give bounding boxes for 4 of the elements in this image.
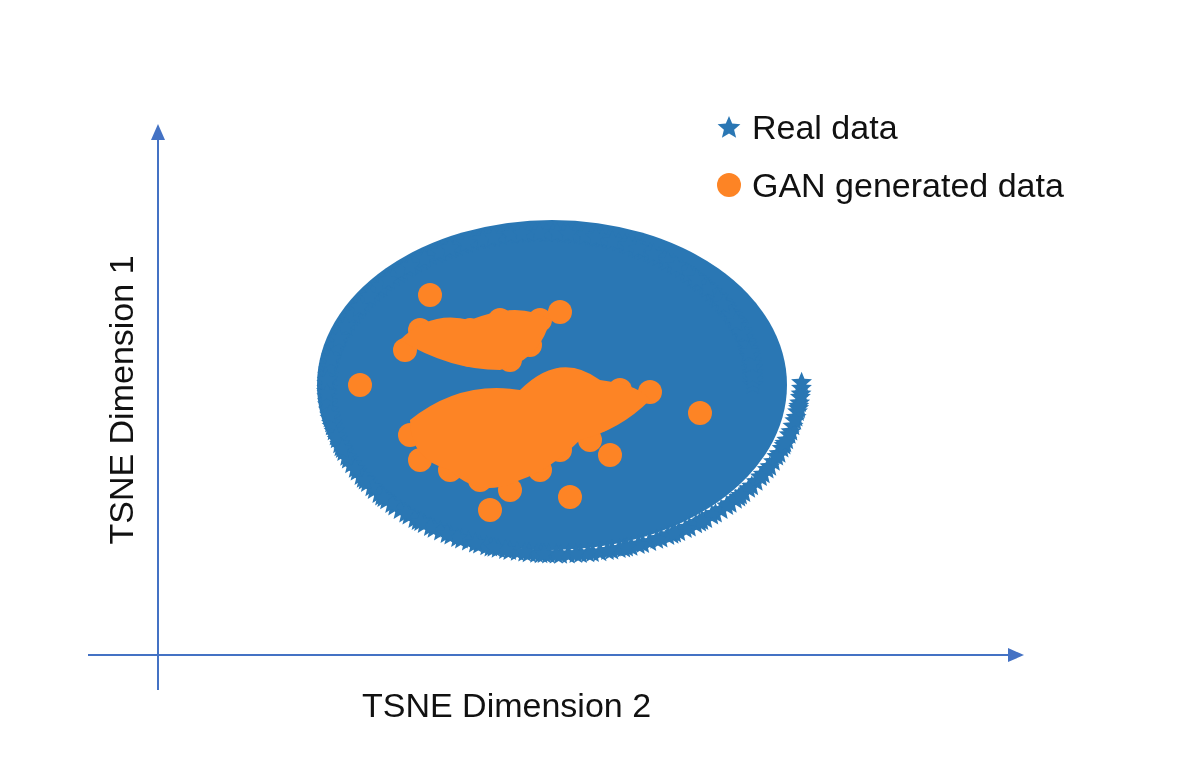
legend-label: Real data xyxy=(752,110,898,144)
legend-label: GAN generated data xyxy=(752,168,1064,202)
axis-label: TSNE Dimension 1 xyxy=(103,255,138,545)
axis-label: TSNE Dimension 2 xyxy=(362,688,652,722)
